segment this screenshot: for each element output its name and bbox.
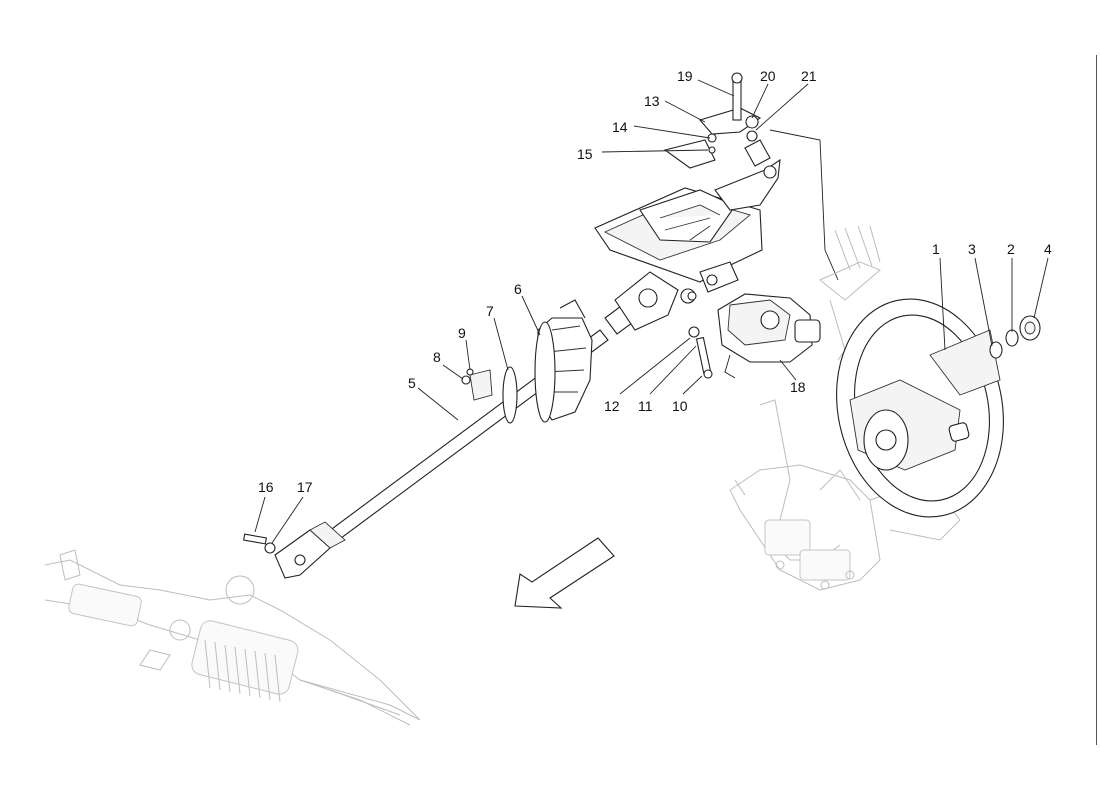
label-11: 11 bbox=[638, 398, 653, 414]
pedal-bracket-ghost bbox=[729, 399, 961, 591]
label-4: 4 bbox=[1044, 241, 1052, 257]
steering-column-housing bbox=[594, 158, 781, 301]
label-2: 2 bbox=[1007, 241, 1015, 257]
label-3: 3 bbox=[968, 241, 976, 257]
label-20: 20 bbox=[760, 68, 776, 84]
label-15: 15 bbox=[577, 146, 593, 162]
label-5: 5 bbox=[408, 375, 416, 391]
column-boot bbox=[502, 299, 593, 424]
leader-lines bbox=[254, 79, 1049, 544]
wheel-nut-washers bbox=[989, 315, 1041, 359]
u-joint-bolt bbox=[243, 533, 276, 554]
label-8: 8 bbox=[433, 349, 441, 365]
label-21: 21 bbox=[801, 68, 817, 84]
label-12: 12 bbox=[604, 398, 620, 414]
bolt-washer-group bbox=[688, 326, 713, 379]
steering-rack-ghost bbox=[44, 549, 421, 726]
label-10: 10 bbox=[672, 398, 688, 414]
label-9: 9 bbox=[458, 325, 466, 341]
label-19: 19 bbox=[677, 68, 693, 84]
label-1: 1 bbox=[932, 241, 940, 257]
upper-mount-parts bbox=[663, 72, 839, 281]
label-17: 17 bbox=[297, 479, 313, 495]
lower-bracket bbox=[461, 368, 493, 401]
label-16: 16 bbox=[258, 479, 274, 495]
direction-arrow bbox=[514, 537, 615, 609]
label-6: 6 bbox=[514, 281, 522, 297]
steering-wheel bbox=[836, 298, 1004, 518]
column-adjust-motor bbox=[717, 293, 821, 379]
label-13: 13 bbox=[644, 93, 660, 109]
label-18: 18 bbox=[790, 379, 806, 395]
callout-numbers: 1 2 3 4 5 6 7 8 9 10 11 12 13 14 15 16 1… bbox=[258, 68, 1052, 495]
label-7: 7 bbox=[486, 303, 494, 319]
page-edge-line bbox=[1096, 55, 1097, 745]
upper-cardan-joint bbox=[614, 271, 696, 331]
label-14: 14 bbox=[612, 119, 628, 135]
